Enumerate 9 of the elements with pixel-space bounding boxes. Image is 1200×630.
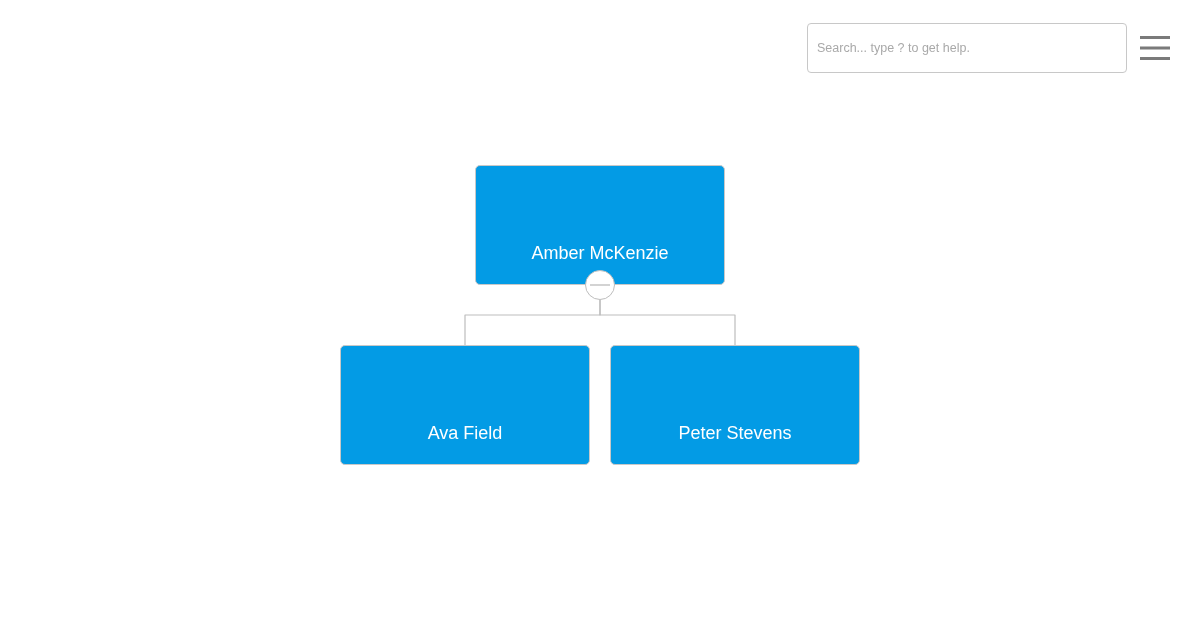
connector-line — [599, 299, 736, 346]
person-name: Ava Field — [426, 422, 504, 444]
person-name: Peter Stevens — [677, 422, 793, 444]
person-name: Amber McKenzie — [530, 242, 670, 264]
person-card — [475, 165, 725, 285]
person-card — [610, 345, 860, 465]
search-field: Search... type ? to get help. — [807, 23, 1127, 73]
collapse-button — [585, 270, 615, 300]
person-card — [340, 345, 590, 465]
